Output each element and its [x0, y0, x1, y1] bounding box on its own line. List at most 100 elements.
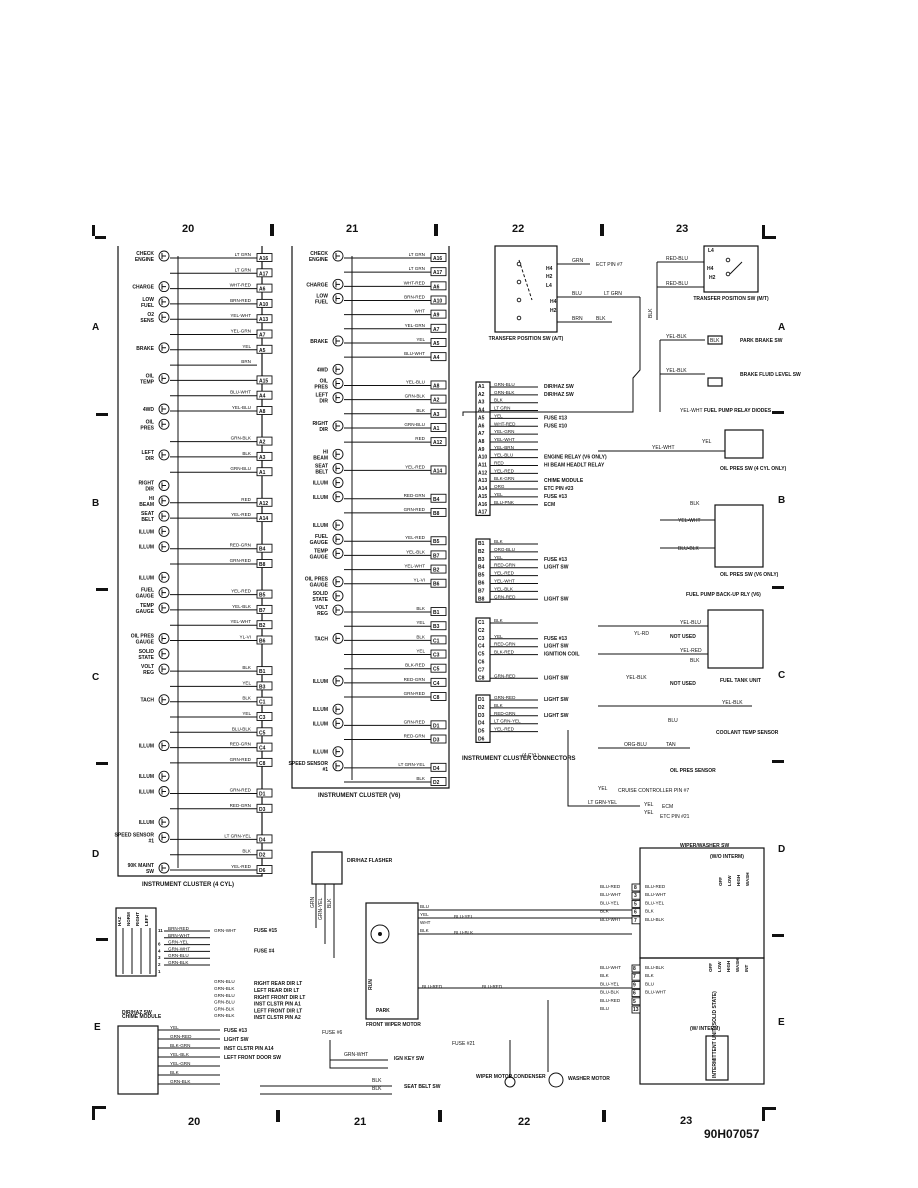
cluster6-label-33: ILLUM [313, 721, 328, 727]
cluster4-pinbox-31 [256, 727, 273, 737]
cluster6-pin-30: C4 [433, 681, 440, 687]
oil-sensor-blu: BLU [668, 718, 678, 724]
chime-seat-blk1: BLK [372, 1078, 382, 1084]
transfer-mt-wire-1: RED-BLU [666, 256, 688, 262]
cluster4-label-23b: GAUGE [136, 609, 155, 615]
conn-c-dest-3: LIGHT SW [544, 644, 569, 650]
coolant-wire: YEL-BLK [722, 700, 743, 706]
conn-c-wire-7: GRN-RED [494, 673, 516, 678]
wiper-interm-label: INTERMITTENT UNIT (SOLID STATE) [712, 991, 718, 1078]
cluster6-pin-37: D2 [433, 780, 440, 786]
cluster6-label-27: TACH [314, 636, 328, 642]
conn-a-wire-10: RED [494, 461, 504, 466]
cluster6-label-12: RIGHT [312, 421, 328, 427]
cluster4-pinbox-28 [256, 681, 273, 691]
cluster6-label-32: ILLUM [313, 707, 328, 713]
conn-a-pin-2: A3 [478, 400, 485, 406]
wiper-bot-pinbox-2 [631, 980, 641, 989]
cluster6-lamp-25-glyph [335, 607, 340, 614]
conn-a-pin-3: A4 [478, 408, 485, 414]
grid-labels: 20 21 22 23 20 21 22 23 A B C D E A B C … [92, 223, 785, 1141]
cluster6-lamp-35-glyph [335, 748, 340, 755]
dirhaz-to-8: GRN-BLK [214, 1006, 235, 1011]
conn-a-wire-11: YEL-RED [494, 468, 515, 473]
wiper-bot-l-5: BLU [600, 1006, 609, 1011]
cluster4-pin-8: A15 [259, 378, 268, 384]
cluster6-pinbox-2 [430, 281, 447, 291]
cluster6-label-36: SPEED SENSOR [289, 761, 329, 767]
cluster6-pin-4: A9 [433, 313, 440, 319]
transfer-mt-label: TRANSFER POSITION SW (M/T) [693, 296, 769, 302]
conn-a-pin-5: A6 [478, 423, 485, 429]
cluster4-pinbox-6 [256, 344, 273, 354]
cluster6-pin-28: C3 [433, 653, 440, 659]
conn-a-pin-0: A1 [478, 384, 485, 390]
cluster-v6-outline [291, 246, 450, 789]
cluster4-lamp-0-glyph [161, 253, 166, 259]
cluster6-pin-21: B7 [433, 553, 440, 559]
cluster4-label-19: ILLUM [139, 545, 154, 551]
conn-c-pin-1: C2 [478, 628, 485, 634]
wiper-area: FRONT WIPER MOTOR PARK RUN WIPER/WASHER … [365, 843, 765, 1088]
conn-b-wire-4: YEL-RED [494, 571, 515, 576]
cluster6-lamp-23-glyph [335, 578, 340, 585]
cluster6-pin-27: C1 [433, 638, 440, 644]
cluster6-lamp-20-glyph [335, 536, 340, 543]
cluster4-pinbox-40 [256, 865, 273, 874]
cluster6-pin-9: A8 [433, 383, 440, 389]
wiper-bot-l-4: BLU-RED [600, 998, 621, 1003]
cluster6-label-16: ILLUM [313, 481, 328, 487]
conn-d-wire-0: GRN-RED [494, 695, 516, 700]
cluster4-wirelbl-6: YEL [242, 344, 251, 349]
cluster4-pin-14: A1 [259, 470, 266, 476]
cluster4-label-16b: BEAM [139, 502, 154, 508]
park-brake-wire: YEL-BLK [666, 334, 687, 340]
not-used-1-wire: YL-RD [634, 631, 649, 637]
cluster4-label-11b: PRES [140, 425, 154, 431]
cluster4-wirelbl-19: RED-GRN [230, 543, 251, 548]
cluster6-lamp-30-glyph [335, 677, 340, 684]
cluster4-wirelbl-39: BLK [242, 849, 252, 854]
cluster4-pinbox-1 [256, 268, 273, 278]
cluster4-wirelbl-30: YEL [242, 711, 251, 716]
conn-a-pin-9: A10 [478, 455, 487, 461]
cluster6-pinbox-36 [430, 762, 447, 772]
wiper-top-r-0: BLU-RED [645, 884, 666, 889]
cluster4-pin-27: B1 [259, 669, 266, 675]
cluster6-pin-11: A3 [433, 412, 440, 418]
cluster4-pin-23: B7 [259, 608, 266, 614]
cluster6-label-10b: DIR [319, 399, 328, 405]
wiper-motor-wire-0: BLU [420, 904, 429, 909]
conn-a-wire-3: LT GRN [494, 406, 510, 411]
conn-c-pin-0: C1 [478, 620, 485, 626]
cluster6-pin-31: C8 [433, 695, 440, 701]
cluster4-pin-6: A5 [259, 348, 266, 354]
cluster6-label-15b: BELT [315, 469, 328, 475]
cluster4-pinbox-25 [256, 635, 273, 645]
dirhaz-dest-0: FUSE #15 [254, 928, 277, 934]
cluster4-label-6: BRAKE [136, 346, 154, 352]
cluster4-label-25: OIL PRES [131, 634, 155, 640]
cluster4-pin-33: C8 [259, 761, 266, 767]
cluster4-wirelbl-4: YEL-WHT [230, 313, 251, 318]
cluster4-pin-39: D2 [259, 853, 266, 859]
cluster6-pinbox-31 [430, 692, 447, 701]
transfer-at-pos-h4: H4 [546, 266, 553, 272]
row-label-a-right: A [778, 322, 785, 333]
cluster6-pin-12: A1 [433, 426, 440, 432]
transfer-at-pos-l4: L4 [546, 283, 552, 289]
cluster4-pinbox-23 [256, 604, 273, 614]
cluster4-pinbox-2 [256, 283, 273, 293]
col-label-22-top: 22 [512, 223, 524, 235]
cluster4-wirelbl-27: BLK [242, 665, 252, 670]
